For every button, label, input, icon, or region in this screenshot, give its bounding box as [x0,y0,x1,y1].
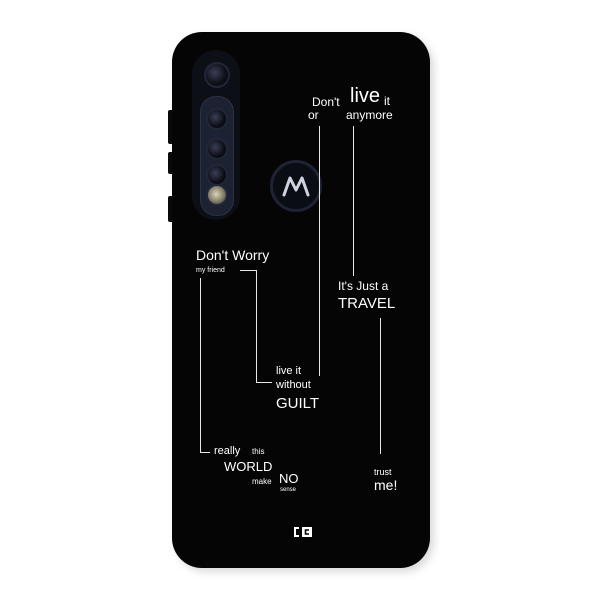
connector-line [240,270,256,271]
quote-sense: sense [280,487,297,493]
quote-guilt: GUILT [276,395,320,412]
quote-its-just-a: It's Just a [338,279,389,293]
connector-line [200,278,201,452]
volume-button [168,110,174,144]
motorola-m-icon [282,176,310,197]
camera-lens-icon [206,138,228,160]
quote-my-friend: my friend [196,267,225,274]
quote-live: live [350,85,381,107]
power-button [168,152,174,174]
quote-world: WORLD [224,459,273,474]
quote-no: NO [279,471,299,486]
quote-make: make [252,477,272,486]
flash-icon [206,184,228,206]
quote-live-it: live it [276,365,302,377]
connector-line [256,382,272,383]
brand-logo-icon [294,527,312,537]
quote-anymore: anymore [346,108,393,122]
phone-case: Don't live it or anymore Don't Worry my … [172,32,430,568]
quote-it: it [384,94,390,108]
quote-without: without [276,379,311,391]
quote-dont-worry: Don't Worry [196,247,270,263]
connector-line [380,318,381,454]
motorola-logo-icon [270,160,322,212]
connector-line [319,126,320,376]
quote-me: me! [374,477,398,493]
quote-dont: Don't [312,95,340,109]
connector-line [353,126,354,276]
camera-lens-icon [206,108,228,130]
quote-really: really [214,445,241,457]
main-camera-lens-icon [204,62,230,88]
quote-this: this [252,447,265,456]
connector-line [256,270,257,382]
quote-trust: trust [374,467,392,477]
quote-or: or [308,108,319,122]
connector-line [200,452,210,453]
quote-travel: TRAVEL [338,295,396,312]
side-button [168,196,174,222]
sensor-icon [206,164,228,186]
